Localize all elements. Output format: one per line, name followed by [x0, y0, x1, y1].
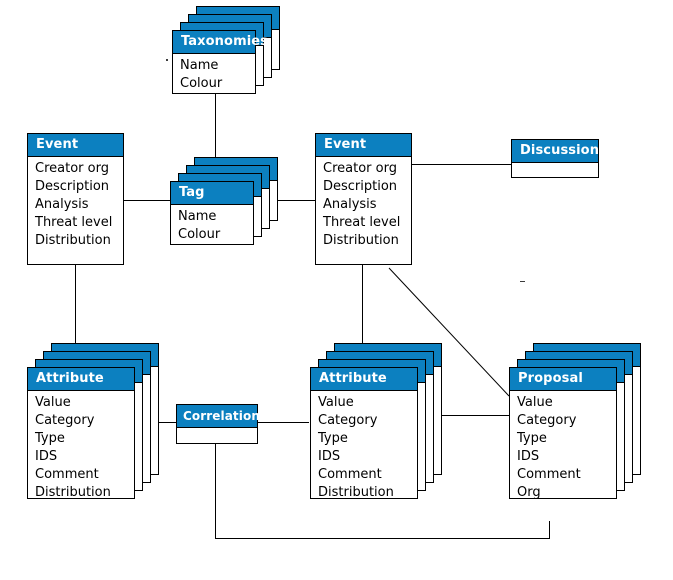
entity-attribute: Type [35, 431, 65, 446]
entity-attributes: Name Colour [173, 54, 255, 97]
entity-attribute: Colour [180, 76, 223, 91]
entity-attribute: Colour [178, 227, 221, 242]
connector-eventright-attributemiddle [362, 265, 363, 343]
entity-attributes: Value Category Type IDS Comment Org [510, 391, 616, 506]
entity-title: Proposal [510, 368, 616, 391]
entity-attribute: Analysis [323, 197, 377, 212]
entity-proposal[interactable]: Proposal Value Category Type IDS Comment… [509, 343, 641, 500]
entity-title: Event [316, 134, 411, 157]
entity-attribute: Distribution [35, 233, 111, 248]
entity-title: Discussion [512, 140, 599, 163]
entity-attribute: Org [517, 485, 541, 500]
entity-attribute: Value [35, 395, 71, 410]
entity-attributes: Name Colour [171, 205, 253, 248]
entity-title: Attribute [28, 368, 134, 391]
entity-attribute: Threat level [35, 215, 113, 230]
entity-title: Correlation [177, 405, 260, 428]
entity-attribute: Threat level [323, 215, 401, 230]
entity-attribute: Distribution [318, 485, 394, 500]
entity-attribute: Category [517, 413, 577, 428]
entity-card[interactable]: Proposal Value Category Type IDS Comment… [509, 367, 617, 500]
entity-card[interactable]: Correlation [176, 404, 260, 444]
entity-attribute: Category [318, 413, 378, 428]
entity-discussion[interactable]: Discussion [511, 139, 599, 178]
entity-event-left[interactable]: Event Creator org Description Analysis T… [27, 133, 124, 265]
connector-eventright-discussion [412, 164, 512, 165]
entity-attribute: Description [35, 179, 110, 194]
entity-attribute: Creator org [323, 161, 397, 176]
artifact-speck-4 [166, 59, 168, 61]
connector-attributemiddle-proposal [423, 415, 513, 416]
connector-eventleft-tag [124, 200, 170, 201]
entity-attribute: Name [178, 209, 217, 224]
entity-card[interactable]: Tag Name Colour [170, 181, 254, 245]
entity-title: Tag [171, 182, 253, 205]
entity-attribute: Analysis [35, 197, 89, 212]
connector-proposal-bottom-stem [549, 521, 550, 539]
entity-attribute: Comment [517, 467, 581, 482]
entity-attribute: Type [318, 431, 348, 446]
entity-card[interactable]: Event Creator org Description Analysis T… [315, 133, 412, 265]
entity-attributes: Creator org Description Analysis Threat … [28, 157, 123, 254]
entity-attributes: Creator org Description Analysis Threat … [316, 157, 411, 254]
connector-bottom-bracket [215, 538, 550, 539]
entity-attribute: Comment [318, 467, 382, 482]
entity-tag[interactable]: Tag Name Colour [170, 157, 278, 245]
entity-attribute: Distribution [35, 485, 111, 500]
artifact-speck-1 [520, 281, 525, 282]
entity-attribute: IDS [517, 449, 540, 464]
connector-taxonomies-tag [215, 93, 216, 157]
entity-title: Event [28, 134, 123, 157]
entity-card[interactable]: Taxonomies Name Colour [172, 30, 268, 97]
entity-attribute: Distribution [323, 233, 399, 248]
entity-attribute: Description [323, 179, 398, 194]
entity-card[interactable]: Attribute Value Category Type IDS Commen… [27, 367, 135, 500]
entity-event-right[interactable]: Event Creator org Description Analysis T… [315, 133, 412, 265]
entity-attribute-left[interactable]: Attribute Value Category Type IDS Commen… [27, 343, 159, 500]
entity-correlation[interactable]: Correlation [176, 404, 260, 444]
entity-attribute: IDS [318, 449, 341, 464]
connector-eventleft-attributeleft [75, 265, 76, 343]
connector-tag-eventright [274, 200, 316, 201]
entity-attribute-middle[interactable]: Attribute Value Category Type IDS Commen… [310, 343, 442, 500]
entity-title: Taxonomies [173, 31, 268, 54]
entity-attribute: Name [180, 58, 219, 73]
entity-attribute: Type [517, 431, 547, 446]
entity-card[interactable]: Discussion [511, 139, 599, 178]
entity-attributes: Value Category Type IDS Comment Distribu… [311, 391, 417, 506]
connector-correlation-attributemiddle [258, 422, 309, 423]
entity-taxonomies[interactable]: Taxonomies Name Colour [172, 6, 280, 94]
entity-attribute: Value [517, 395, 553, 410]
entity-title: Attribute [311, 368, 417, 391]
entity-card[interactable]: Event Creator org Description Analysis T… [27, 133, 124, 265]
entity-attribute: Category [35, 413, 95, 428]
entity-attributes: Value Category Type IDS Comment Distribu… [28, 391, 134, 506]
entity-attribute: Comment [35, 467, 99, 482]
entity-attributes [512, 163, 598, 177]
entity-attribute: Creator org [35, 161, 109, 176]
entity-attributes [177, 428, 257, 442]
entity-attribute: IDS [35, 449, 58, 464]
entity-attribute: Value [318, 395, 354, 410]
entity-card[interactable]: Attribute Value Category Type IDS Commen… [310, 367, 418, 500]
connector-correlation-bottom-stem [215, 444, 216, 539]
